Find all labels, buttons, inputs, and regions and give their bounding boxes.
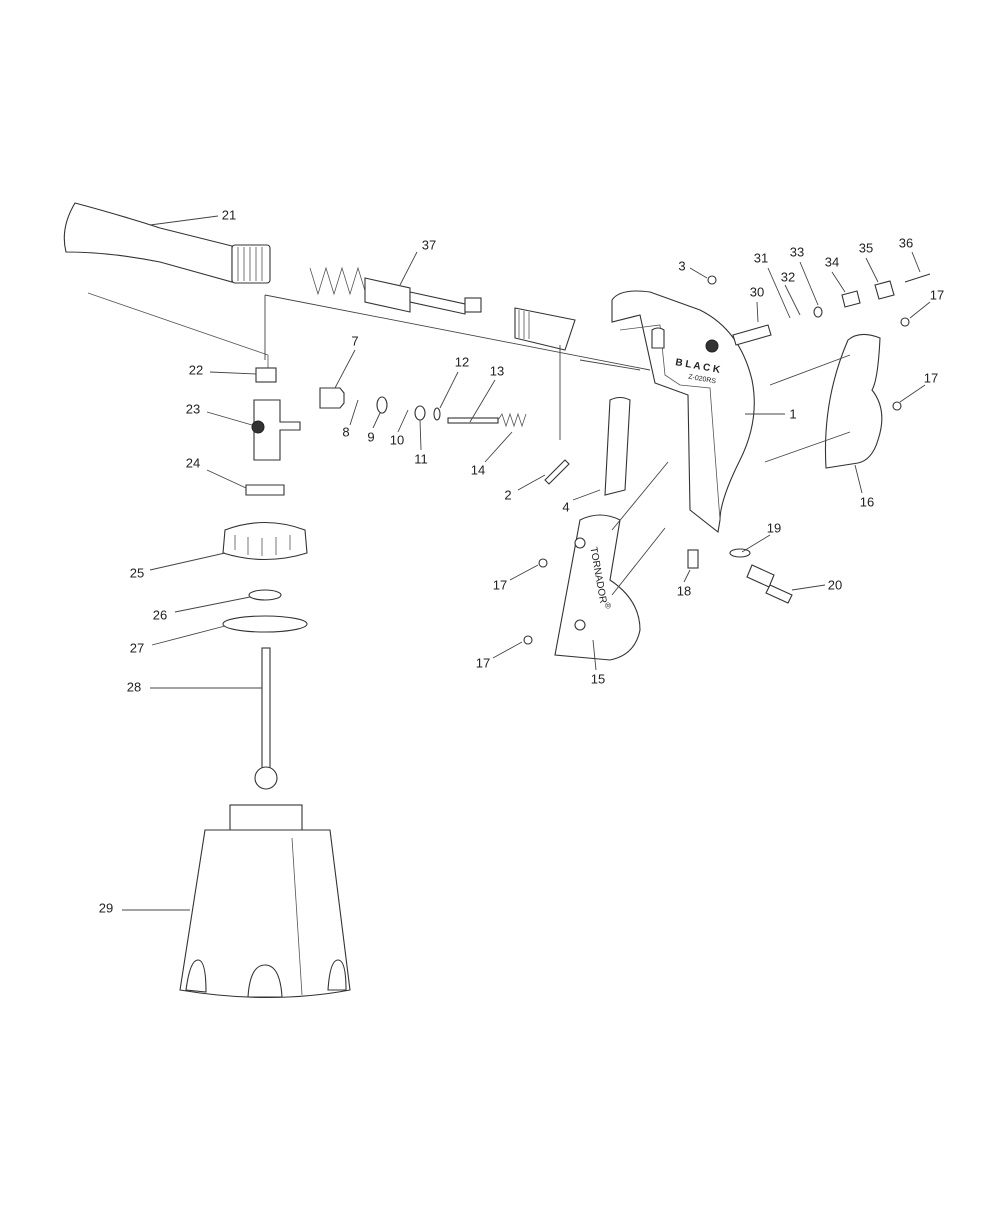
callout-9: 9 [367,429,375,445]
callout-25: 25 [129,565,145,581]
part-barrel [514,307,576,351]
callout-17: 17 [923,370,939,386]
callout-15: 15 [590,671,606,687]
callout-3: 3 [678,258,686,274]
callout-34: 34 [824,254,840,270]
callout-28: 28 [126,679,142,695]
callout-16: 16 [859,494,875,510]
callout-35: 35 [858,240,874,256]
part-valve-stack [87,292,308,790]
part-29-container [179,804,351,999]
callout-11: 11 [414,451,428,467]
part-1-gun-body [604,290,793,604]
callout-30: 30 [749,284,765,300]
part-15-grip-plate [554,514,641,661]
callout-4: 4 [562,499,570,515]
callout-7: 7 [351,333,359,349]
callout-23: 23 [185,401,201,417]
callout-32: 32 [780,269,796,285]
callout-29: 29 [98,900,114,916]
callout-37: 37 [421,237,437,253]
part-16-grip-plate [824,333,883,469]
part-21-nozzle-cone [63,202,271,284]
callout-13: 13 [489,363,505,379]
callout-17: 17 [929,287,945,303]
callout-19: 19 [766,520,782,536]
callout-18: 18 [676,583,692,599]
callout-24: 24 [185,455,201,471]
callout-20: 20 [827,577,843,593]
callout-17: 17 [475,655,491,671]
callout-31: 31 [753,250,769,266]
callout-22: 22 [188,362,204,378]
part-valve-internals [319,387,527,428]
callout-8: 8 [342,424,350,440]
callout-14: 14 [470,462,486,478]
callout-17: 17 [492,577,508,593]
callout-1: 1 [789,406,797,422]
callout-10: 10 [389,432,405,448]
callout-27: 27 [129,640,145,656]
part-37-spring-tube [309,266,482,315]
part-adjuster [707,273,931,411]
callout-33: 33 [789,244,805,260]
callout-36: 36 [898,235,914,251]
leader-lines [122,215,931,911]
part-small-screws [523,459,570,645]
callout-2: 2 [504,487,512,503]
callout-12: 12 [454,354,470,370]
callout-26: 26 [152,607,168,623]
callout-21: 21 [221,207,237,223]
